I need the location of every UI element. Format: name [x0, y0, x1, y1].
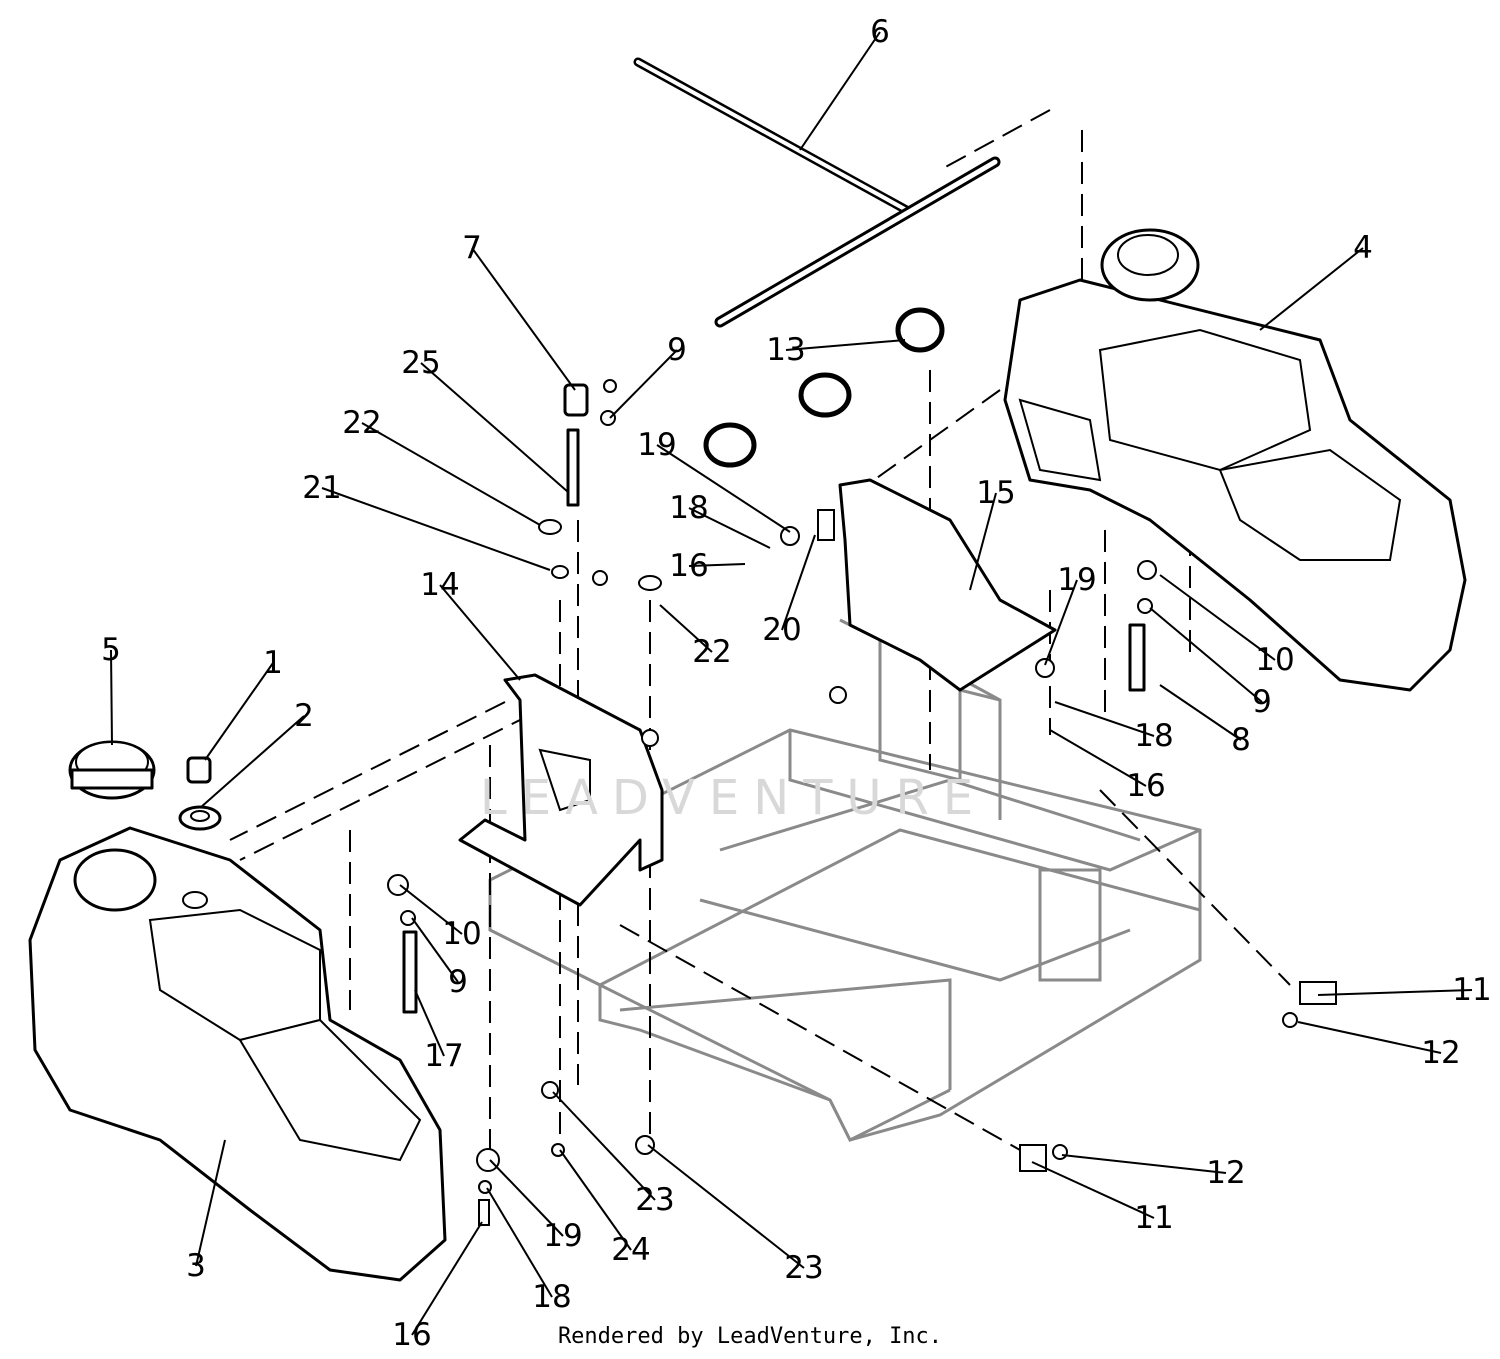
watermark-text: LEADVENTURE — [480, 770, 988, 826]
leader-line — [785, 339, 906, 351]
leader-line — [609, 349, 678, 419]
callout-number: 25 — [401, 345, 440, 381]
callout-number: 11 — [1134, 1200, 1173, 1236]
leader-line — [195, 1139, 226, 1267]
callout-number: 12 — [1421, 1035, 1460, 1071]
leader-line — [361, 422, 541, 526]
callout-number: 10 — [442, 916, 481, 952]
fuel-tank-left — [28, 826, 447, 1282]
hardware — [387, 379, 1337, 1226]
callout-number: 2 — [294, 698, 314, 734]
callout-number: 21 — [302, 470, 341, 506]
leader-line — [1044, 579, 1078, 666]
leader-line — [1049, 729, 1147, 787]
callout-number: 1 — [263, 645, 283, 681]
leader-line — [1149, 607, 1263, 703]
callout-number: 16 — [669, 548, 708, 584]
leader-line — [489, 1159, 564, 1237]
leader-line — [411, 917, 459, 983]
callout-number: 17 — [424, 1038, 463, 1074]
callout-number: 10 — [1255, 642, 1294, 678]
callout-number: 22 — [342, 405, 381, 441]
callout-number: 8 — [1231, 722, 1251, 758]
bracket-left — [458, 673, 664, 907]
leader-line — [1031, 1161, 1155, 1219]
leader-line — [969, 492, 997, 591]
callout-number: 18 — [669, 490, 708, 526]
callout-number: 19 — [1057, 562, 1096, 598]
callout-number: 12 — [1206, 1155, 1245, 1191]
leader-line — [439, 584, 521, 681]
leader-line — [688, 507, 771, 549]
fuel-tube-assembly — [633, 57, 1001, 328]
leader-line — [1054, 701, 1155, 737]
grommet-left — [178, 805, 222, 831]
callout-number: 16 — [1126, 768, 1165, 804]
leader-line — [688, 563, 746, 567]
leader-line — [399, 884, 463, 935]
callout-number: 22 — [692, 634, 731, 670]
leader-line — [656, 444, 791, 533]
leader-line — [1317, 989, 1473, 996]
callout-number: 14 — [420, 567, 459, 603]
callout-number: 24 — [611, 1232, 650, 1268]
leader-line — [552, 1091, 656, 1201]
leader-line — [647, 1144, 805, 1269]
leader-line — [1159, 574, 1276, 661]
fuel-cap-left — [68, 740, 156, 800]
callout-number: 16 — [392, 1317, 431, 1353]
leader-line — [799, 31, 881, 151]
callout-number: 9 — [1252, 684, 1272, 720]
callout-number: 5 — [101, 632, 121, 668]
fuel-tank-right — [1003, 228, 1467, 692]
callout-number: 19 — [637, 427, 676, 463]
callout-number: 20 — [762, 612, 801, 648]
callout-number: 19 — [543, 1218, 582, 1254]
callout-number: 4 — [1353, 230, 1373, 266]
leader-line — [659, 604, 713, 653]
leader-line — [1061, 1154, 1227, 1174]
callout-number: 18 — [532, 1279, 571, 1315]
callout-number: 7 — [462, 230, 482, 266]
callout-number: 9 — [448, 964, 468, 1000]
leader-line — [486, 1187, 553, 1298]
callout-number: 23 — [784, 1250, 823, 1286]
callout-number: 18 — [1134, 718, 1173, 754]
leader-line — [781, 534, 816, 631]
leader-line — [204, 662, 274, 761]
leader-line — [199, 715, 305, 809]
callout-number: 23 — [635, 1182, 674, 1218]
leader-line — [471, 247, 576, 391]
leader-line — [1297, 1021, 1442, 1054]
vent-valve-left — [186, 756, 212, 784]
callout-number: 15 — [976, 475, 1015, 511]
leader-line — [1259, 247, 1364, 331]
leader-line — [110, 649, 113, 746]
callout-number: 13 — [766, 332, 805, 368]
leader-line — [1159, 684, 1242, 741]
callout-number: 6 — [870, 14, 890, 50]
callout-number: 11 — [1452, 972, 1491, 1008]
credit-text: Rendered by LeadVenture, Inc. — [557, 1324, 943, 1349]
leader-line — [411, 1221, 483, 1336]
bracket-right — [838, 478, 1057, 692]
leader-lines — [110, 31, 1473, 1336]
leader-line — [321, 487, 551, 571]
leader-line — [414, 989, 445, 1057]
leader-line — [559, 1149, 632, 1251]
tank-straps — [703, 307, 945, 468]
callout-number: 3 — [186, 1248, 206, 1284]
leader-line — [420, 362, 569, 493]
callout-number: 9 — [667, 332, 687, 368]
